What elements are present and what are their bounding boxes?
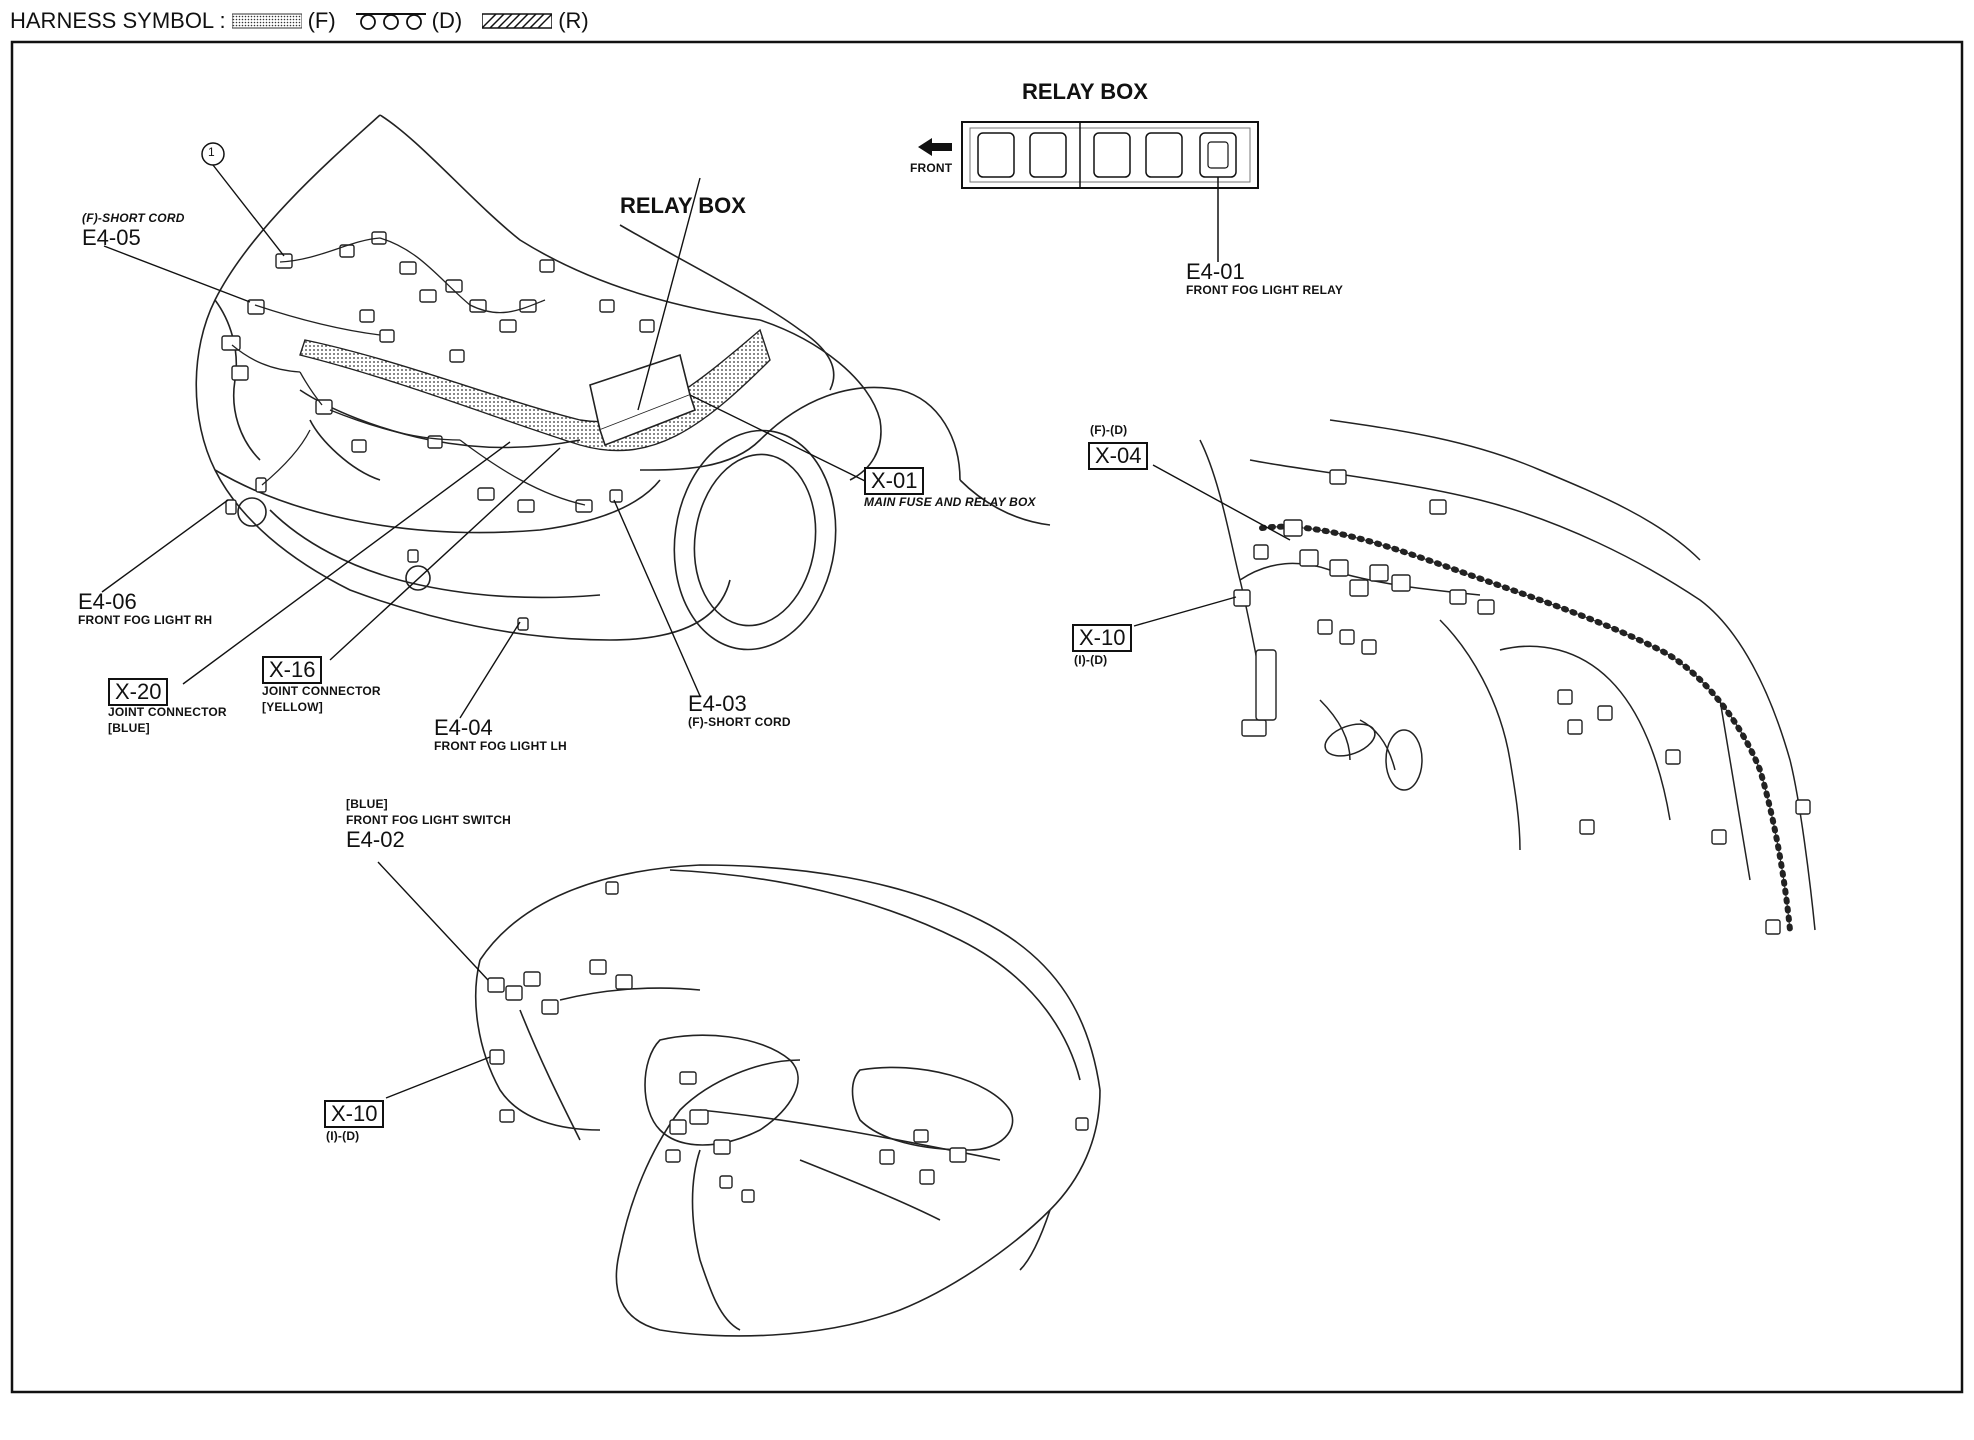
- relay-box-detail-drawing: [961, 121, 1259, 262]
- engine-bay-connectors: [221, 231, 655, 631]
- callout-x-10-right-code: X-10: [1072, 624, 1133, 653]
- leader-lines-right: [1133, 464, 1291, 627]
- harness-symbol-legend: HARNESS SYMBOL : (F) (D) (R): [10, 8, 589, 34]
- hatched-harness-swatch: [482, 13, 553, 29]
- callout-x-16-code: X-16: [262, 656, 323, 685]
- dotted-harness-swatch: [231, 13, 302, 29]
- callout-x-01-desc: MAIN FUSE AND RELAY BOX: [864, 495, 1036, 509]
- legend-code-f: (F): [307, 8, 336, 33]
- leader-lines-left: [101, 164, 866, 719]
- callout-x-10-bottom-code: X-10: [324, 1100, 385, 1129]
- page-frame: [10, 40, 1964, 1394]
- legend-code-r: (R): [558, 8, 589, 33]
- front-direction-label: FRONT: [910, 161, 953, 175]
- engine-bay-wires: [231, 237, 586, 506]
- callout-x-10-right-note: (I)-(D): [1074, 653, 1108, 667]
- callout-x-01-code: X-01: [864, 467, 925, 496]
- callout-e4-04-code: E4-04: [434, 715, 493, 740]
- callout-e4-05-note: (F)-SHORT CORD: [82, 211, 185, 225]
- callout-x-20-desc2: [BLUE]: [108, 721, 150, 735]
- callout-x-04-note: (F)-(D): [1090, 423, 1128, 437]
- callout-e4-06-desc: FRONT FOG LIGHT RH: [78, 613, 213, 627]
- callout-e4-03-desc: (F)-SHORT CORD: [688, 715, 791, 729]
- front-arrow-icon: [918, 138, 952, 156]
- ip-connectors: [1233, 469, 1811, 935]
- relay-box-main-label: RELAY BOX: [620, 193, 746, 218]
- legend-code-d: (D): [431, 8, 463, 33]
- callout-e4-02-code: E4-02: [346, 827, 405, 852]
- callout-x-16-desc2: [YELLOW]: [262, 700, 323, 714]
- ref-circle-1-number: 1: [208, 145, 215, 159]
- callout-x-10-bottom-note: (I)-(D): [326, 1129, 360, 1143]
- callout-e4-04-desc: FRONT FOG LIGHT LH: [434, 739, 567, 753]
- front-car-body-drawing: [195, 114, 1051, 651]
- callout-e4-01-code: E4-01: [1186, 259, 1245, 284]
- callout-x-04-code: X-04: [1088, 442, 1149, 471]
- dashboard-connectors: [487, 881, 1089, 1203]
- relay-box-detail-title: RELAY BOX: [1022, 79, 1148, 104]
- callout-x-16-desc1: JOINT CONNECTOR: [262, 684, 381, 698]
- circles-harness-swatch: [355, 13, 426, 30]
- callout-e4-01-desc: FRONT FOG LIGHT RELAY: [1186, 283, 1344, 297]
- engine-bay-harness-f: [299, 328, 771, 452]
- dashboard-drawing: [475, 864, 1101, 1337]
- callout-e4-02-note2: FRONT FOG LIGHT SWITCH: [346, 813, 512, 827]
- callout-x-20-code: X-20: [108, 678, 169, 707]
- callout-e4-02-note1: [BLUE]: [346, 797, 388, 811]
- callout-e4-06-code: E4-06: [78, 589, 137, 614]
- callout-x-20-desc1: JOINT CONNECTOR: [108, 705, 227, 719]
- callout-e4-03-code: E4-03: [688, 691, 747, 716]
- callout-e4-05-code: E4-05: [82, 225, 141, 250]
- legend-label: HARNESS SYMBOL :: [10, 8, 226, 33]
- leader-lines-dashboard: [377, 861, 491, 1099]
- ip-harness-main-trunk-outline: [1261, 526, 1791, 931]
- instrument-panel-harness-drawing: [1199, 419, 1816, 931]
